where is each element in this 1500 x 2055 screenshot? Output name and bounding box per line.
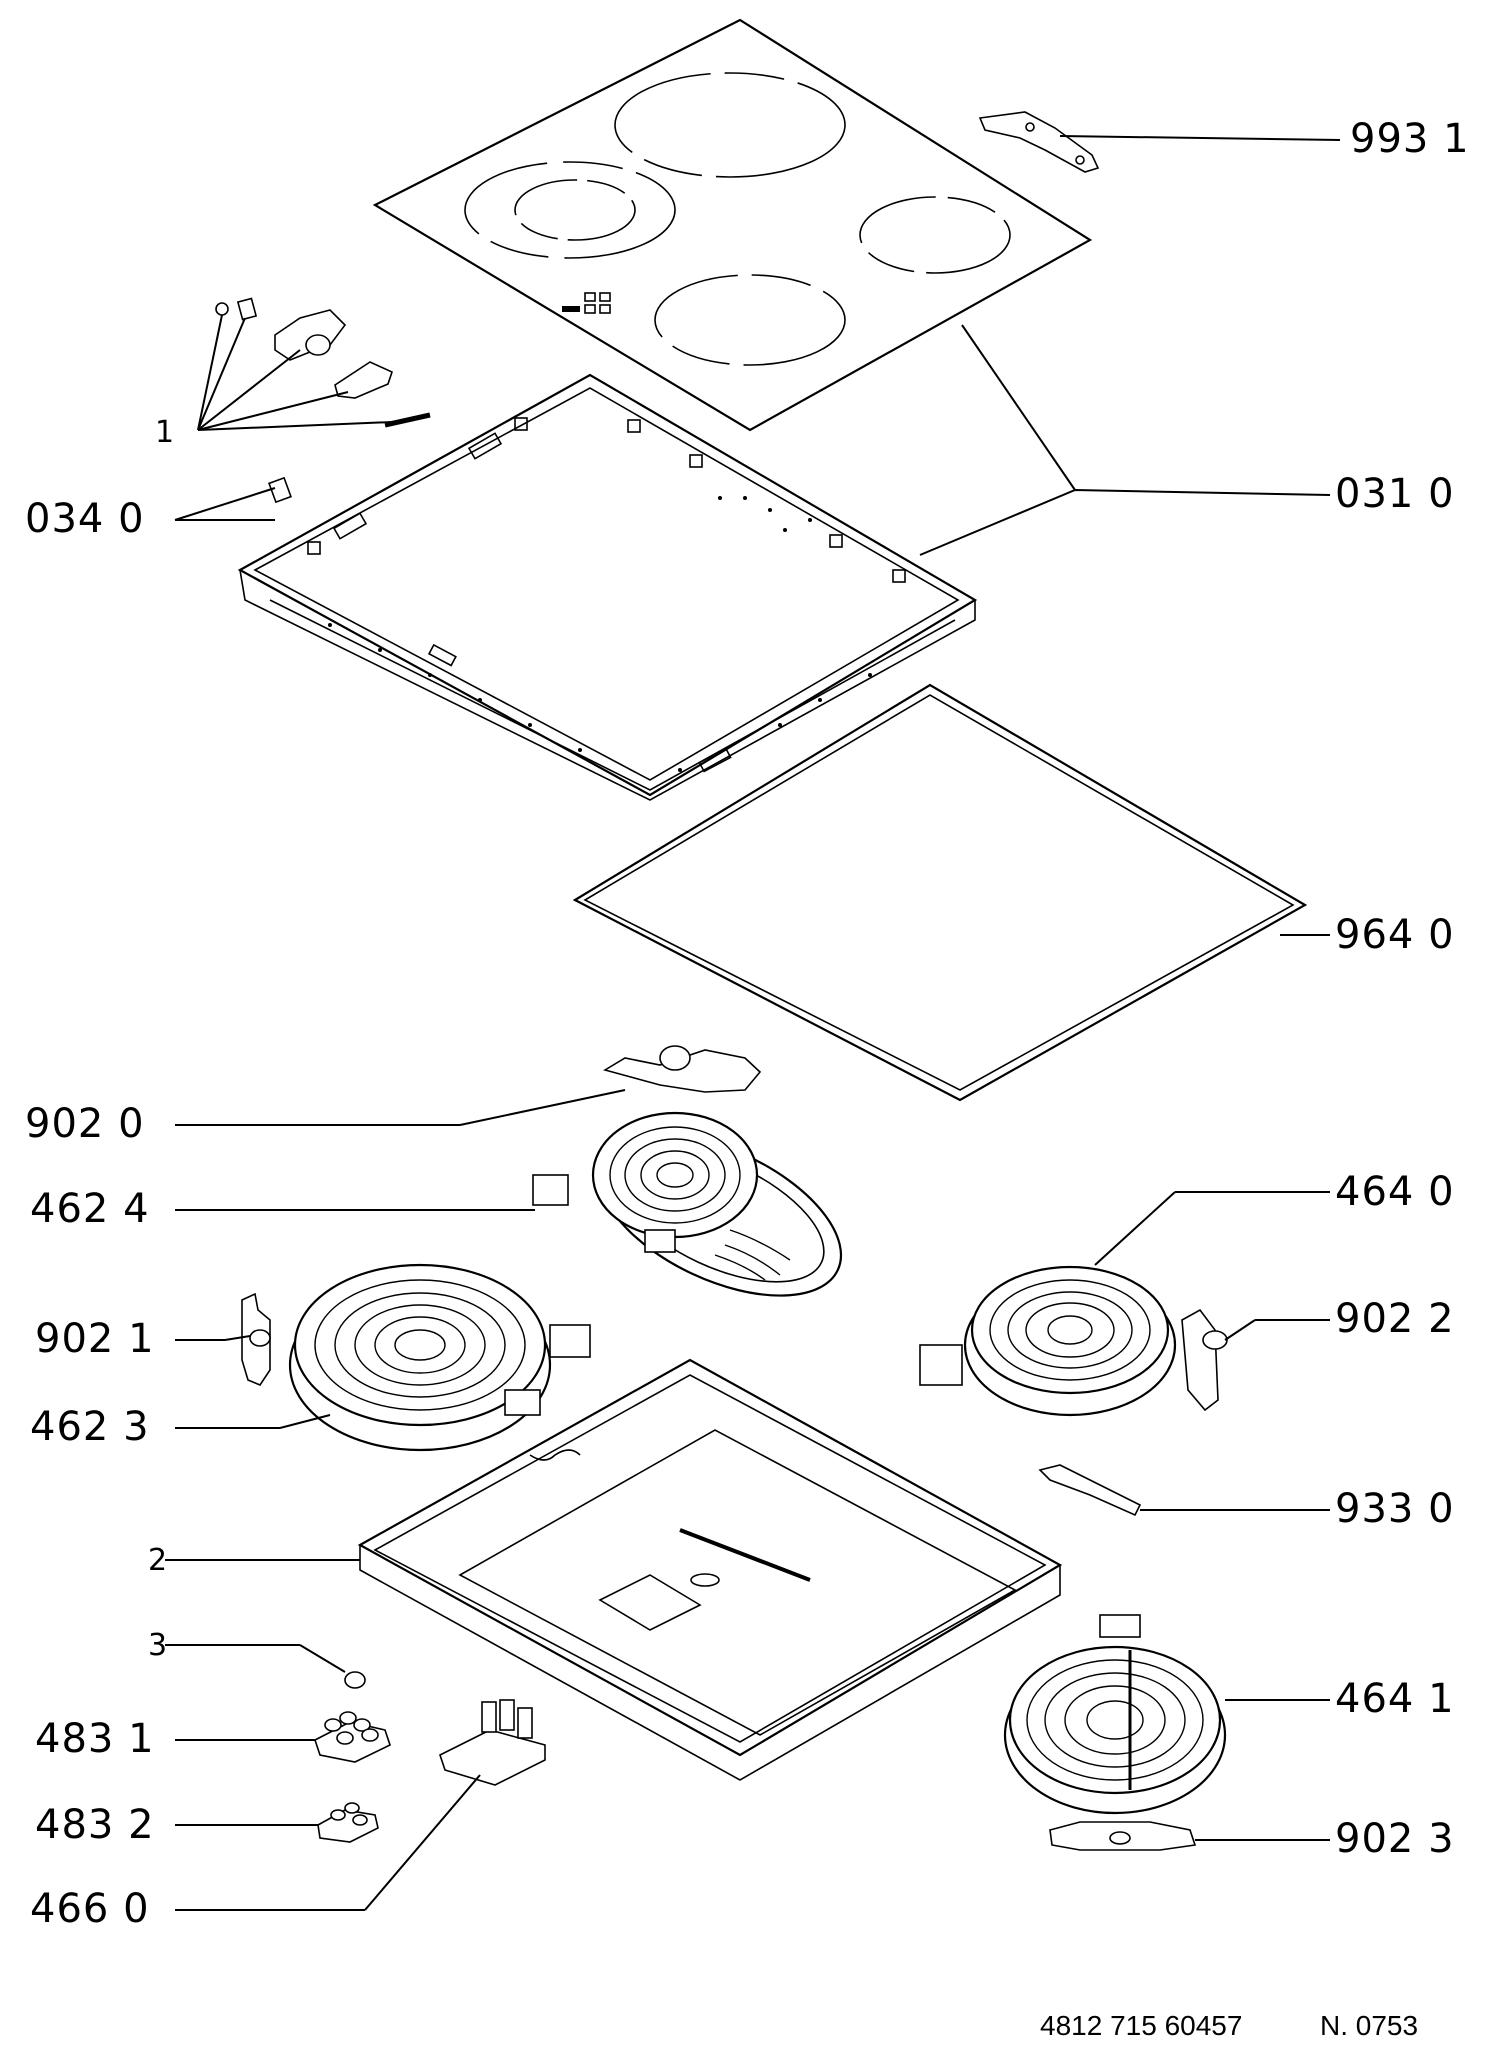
terminal-block-483-1	[175, 1711, 391, 1763]
round-radiant-heater-left	[175, 1263, 591, 1452]
heater-clip-902-3	[1049, 1821, 1330, 1851]
label-483-1: 483 1	[35, 1716, 155, 1762]
label-902-2: 902 2	[1335, 1296, 1455, 1342]
label-1: 1	[155, 415, 174, 450]
label-964-0: 964 0	[1335, 912, 1455, 958]
control-symbols	[562, 292, 611, 314]
connector-466-0	[175, 1699, 546, 1911]
knob-3	[165, 1644, 366, 1689]
fixing-kit-1	[175, 297, 431, 521]
label-902-3: 902 3	[1335, 1816, 1455, 1862]
part-labels: 993 1 1 034 0 031 0 964 0 902 0 462 4 46…	[25, 116, 1470, 1932]
label-933-0: 933 0	[1335, 1486, 1455, 1532]
label-3: 3	[148, 1628, 167, 1663]
seal-gasket	[572, 683, 1330, 1102]
label-462-3: 462 3	[30, 1404, 150, 1450]
mounting-bracket-993-1	[978, 111, 1341, 173]
revision-number: N. 0753	[1320, 2010, 1418, 2041]
label-466-0: 466 0	[30, 1886, 150, 1932]
footer: 4812 715 60457 N. 0753	[1040, 2010, 1418, 2041]
document-number: 4812 715 60457	[1040, 2010, 1242, 2041]
label-483-2: 483 2	[35, 1802, 155, 1848]
label-464-1: 464 1	[1335, 1676, 1455, 1722]
label-034-0: 034 0	[25, 496, 145, 542]
label-031-0: 031 0	[1335, 471, 1455, 517]
label-462-4: 462 4	[30, 1186, 150, 1232]
round-radiant-heater-right	[919, 1191, 1330, 1417]
temperature-limiter	[1038, 1464, 1330, 1517]
label-993-1: 993 1	[1350, 116, 1470, 162]
hob-frame	[237, 324, 1331, 801]
label-464-0: 464 0	[1335, 1169, 1455, 1215]
terminal-block-483-2	[175, 1802, 379, 1843]
label-2: 2	[148, 1543, 167, 1578]
bracket-034-0	[174, 487, 276, 521]
base-tray	[165, 1358, 1063, 1781]
label-902-1: 902 1	[35, 1316, 155, 1362]
ceramic-glass-top	[372, 18, 1093, 432]
label-902-0: 902 0	[25, 1101, 145, 1147]
oval-radiant-heater	[175, 1045, 843, 1297]
round-radiant-heater-bottom	[1003, 1614, 1330, 1815]
